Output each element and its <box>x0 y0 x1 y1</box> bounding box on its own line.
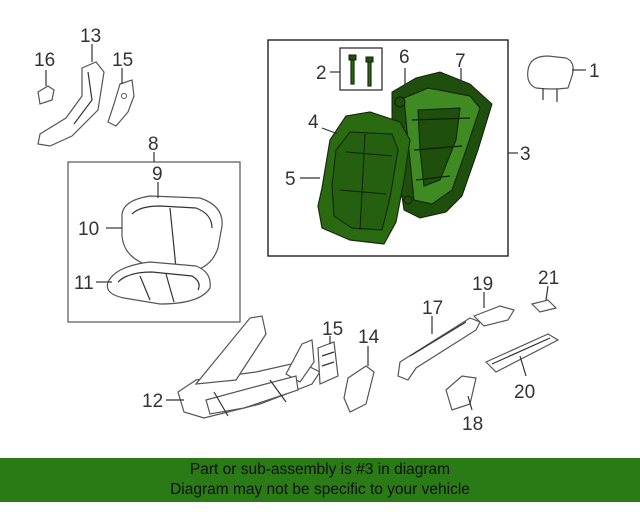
callout-8: 8 <box>148 134 159 155</box>
callout-16: 16 <box>34 50 55 71</box>
cushion-pan <box>106 261 211 305</box>
seat-track-12 <box>177 315 321 419</box>
leader-20 <box>519 355 527 377</box>
callout-21: 21 <box>538 268 559 289</box>
callout-3: 3 <box>520 144 531 165</box>
callout-12: 12 <box>142 391 163 412</box>
callout-2: 2 <box>316 63 327 84</box>
callout-15b: 15 <box>322 319 343 340</box>
banner-line-1: Part or sub-assembly is #3 in diagram <box>189 461 451 478</box>
bracket-15a <box>107 79 135 127</box>
seat-cushion <box>121 195 223 273</box>
callout-19: 19 <box>472 274 493 295</box>
parts-diagram: 1 2 3 4 5 6 7 8 9 10 11 12 13 14 15 15 1… <box>34 26 600 435</box>
callout-13: 13 <box>80 26 101 47</box>
cap-16 <box>37 85 55 105</box>
trim-14 <box>343 365 375 413</box>
side-trim-13 <box>37 61 105 147</box>
bolts-box <box>339 47 383 91</box>
callout-17: 17 <box>422 298 443 319</box>
cover-19 <box>472 305 515 327</box>
banner-line-2: Diagram may not be specific to your vehi… <box>170 481 470 498</box>
bolt-icon <box>348 54 374 87</box>
leader-4 <box>321 127 339 135</box>
callout-6: 6 <box>399 47 410 68</box>
callout-15a: 15 <box>112 50 133 71</box>
callout-4: 4 <box>308 112 319 133</box>
callout-20: 20 <box>514 382 535 403</box>
leader-18 <box>467 395 473 411</box>
cover-18 <box>445 375 477 411</box>
callout-1: 1 <box>589 61 600 82</box>
assembly-3-frame <box>267 39 509 257</box>
callout-5: 5 <box>285 169 296 190</box>
callout-10: 10 <box>78 219 99 240</box>
info-banner: Part or sub-assembly is #3 in diagram Di… <box>0 458 640 502</box>
seatback-frame <box>391 71 493 219</box>
seatback-cushion <box>317 111 411 245</box>
clip-21 <box>530 299 558 313</box>
headrest <box>527 55 574 102</box>
callout-18: 18 <box>462 414 483 435</box>
leader-21 <box>545 285 549 301</box>
rail-20 <box>484 333 560 373</box>
bracket-15b <box>317 341 339 385</box>
callout-11: 11 <box>74 273 94 294</box>
callout-7: 7 <box>455 51 466 72</box>
callout-9: 9 <box>152 164 163 185</box>
callout-14: 14 <box>358 327 380 348</box>
rail-cover-17 <box>397 317 481 381</box>
